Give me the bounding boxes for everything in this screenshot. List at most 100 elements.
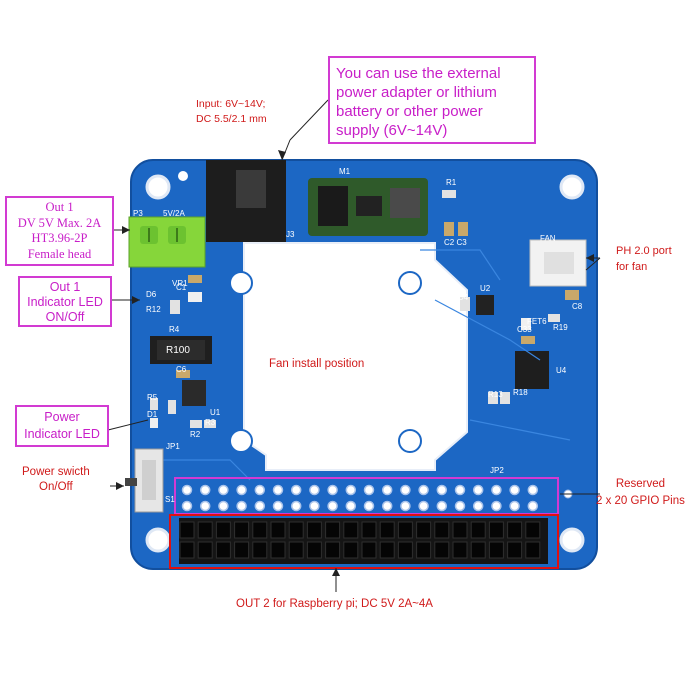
gpio-hole [472, 500, 484, 512]
gpio-hole [381, 484, 393, 496]
power-led-line2: Indicator LED [24, 427, 100, 441]
silk-jp2: JP2 [490, 466, 504, 475]
gpio-hole [309, 500, 320, 512]
header-socket [288, 541, 304, 559]
header-socket [361, 541, 377, 559]
header-socket [525, 541, 541, 559]
out1-line2: DV 5V Max. 2A [17, 215, 102, 230]
fan-cutout [229, 242, 468, 471]
out1-led-line1: Out 1 [49, 280, 81, 294]
ph-port-line1: PH 2.0 port [616, 245, 672, 257]
gpio-hole [272, 484, 284, 496]
gpio-hole [218, 484, 229, 496]
gpio-hole [236, 500, 247, 512]
gpio-hole [527, 500, 539, 512]
gpio-hole [290, 500, 302, 512]
silk-r2: R2 [190, 430, 201, 439]
silk-c2c3: C2 C3 [444, 238, 467, 247]
gpio-hole [509, 500, 520, 512]
silk-d1: D1 [147, 410, 158, 419]
gpio-hole [454, 500, 466, 512]
header-socket [270, 521, 286, 539]
header-socket [452, 541, 468, 559]
gpio-hole [254, 484, 266, 496]
gpio-hole [491, 500, 502, 512]
header-socket [507, 541, 523, 559]
out2-box [169, 514, 559, 569]
gpio-hole [254, 500, 266, 512]
u2-chip [476, 295, 494, 315]
header-socket [288, 521, 304, 539]
fan-install-label: Fan install position [269, 358, 365, 370]
power-led-line1: Power [44, 410, 80, 424]
fan-connector [529, 239, 587, 287]
header-socket [507, 521, 523, 539]
out1-led-line2: Indicator LED [27, 295, 103, 309]
header-socket [343, 541, 359, 559]
header-socket [525, 521, 541, 539]
silk-u1: U1 [210, 408, 221, 417]
gpio-hole [290, 484, 302, 496]
header-socket [434, 541, 450, 559]
ph-port-label: PH 2.0 port for fan [616, 243, 672, 275]
header-socket [452, 521, 468, 539]
header-socket [379, 541, 395, 559]
small-components [150, 190, 579, 428]
reserved-line2: 2 x 20 GPIO Pins [596, 495, 685, 507]
gpio-hole [436, 500, 448, 512]
header-socket [197, 541, 213, 559]
power-led-callout: Power Indicator LED [15, 405, 109, 447]
out1-line4: Female head [27, 246, 92, 261]
power-switch [125, 448, 164, 513]
silk-c6: C6 [176, 365, 187, 374]
gpio-hole [309, 484, 320, 496]
dcdc-module [308, 178, 428, 236]
header-socket [397, 521, 413, 539]
silk-d4: D4 [458, 293, 469, 302]
silk-c8: C8 [572, 302, 583, 311]
gpio-hole [272, 500, 284, 512]
header-socket [470, 541, 486, 559]
silk-u2: U2 [480, 284, 491, 293]
silk-u4: U4 [556, 366, 567, 375]
header-socket [270, 541, 286, 559]
silk-r5: R5 [147, 393, 158, 402]
header-socket [488, 521, 504, 539]
silk-c33: C33 [517, 325, 532, 334]
gpio-hole [491, 484, 502, 496]
silk-j3: J3 [286, 230, 295, 239]
header-socket [343, 521, 359, 539]
power-switch-label: Power swicth On/Off [22, 465, 90, 495]
pcb-traces [160, 249, 571, 481]
silk-fet6: FET6 [527, 317, 547, 326]
header-socket [179, 541, 195, 559]
gpio-hole [363, 484, 375, 496]
external-power-callout: You can use the external power adapter o… [328, 56, 536, 144]
header-socket [325, 521, 341, 539]
gpio-hole [181, 500, 193, 512]
header-socket [215, 541, 231, 559]
gpio-hole [472, 484, 484, 496]
input-label: Input: 6V~14V; DC 5.5/2.1 mm [196, 97, 267, 127]
gpio-hole [218, 500, 229, 512]
header-socket [234, 541, 250, 559]
gpio-hole [454, 484, 466, 496]
gpio-hole [345, 500, 357, 512]
silk-jp1: JP1 [166, 442, 180, 451]
header-socket [179, 521, 195, 539]
silk-r18: R18 [513, 388, 528, 397]
silk-p3: P3 [133, 209, 143, 218]
u4-chip [515, 351, 549, 389]
silk-r100: R100 [166, 345, 190, 356]
arrow-heads [116, 150, 594, 576]
green-terminal [128, 216, 206, 268]
gpio-hole [345, 484, 357, 496]
header-socket [234, 521, 250, 539]
silk-m1: M1 [339, 167, 351, 176]
gpio-hole [509, 484, 520, 496]
gpio-hole [400, 484, 411, 496]
power-switch-line1: Power swicth [22, 466, 90, 478]
gpio-hole [181, 484, 193, 496]
input-line1: Input: 6V~14V; [196, 98, 266, 110]
